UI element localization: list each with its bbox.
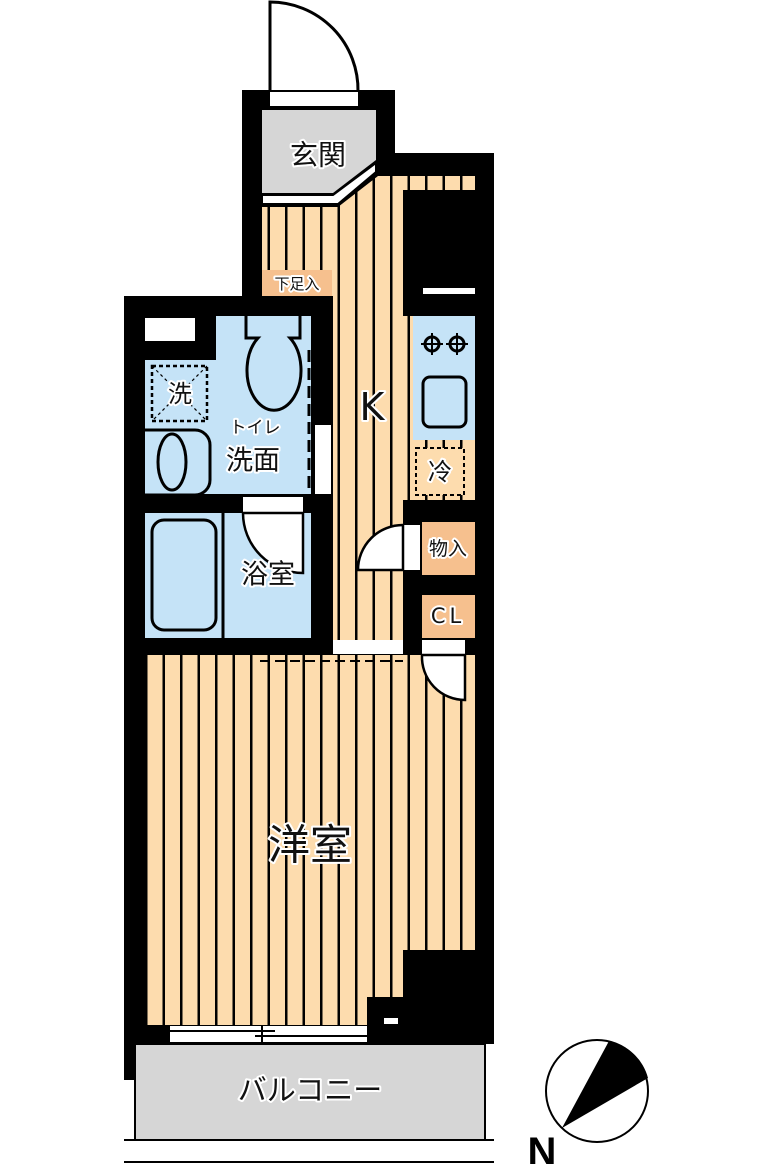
sliding-door[interactable]: [333, 640, 403, 654]
balcony-rail: [124, 1139, 494, 1163]
entrance-floor: [262, 110, 376, 193]
pillar: [367, 950, 494, 1044]
balcony-window[interactable]: [170, 1026, 367, 1044]
washroom-door[interactable]: [315, 425, 331, 495]
storage-label: 物入: [429, 538, 467, 560]
entrance-step: [261, 161, 377, 205]
bathtub-icon: [150, 518, 218, 632]
shoe-storage-label: 下足入: [274, 275, 319, 293]
basin-bowl-icon: [156, 432, 188, 492]
balcony-label: バルコニー: [238, 1073, 382, 1107]
kitchen-storage-block: [403, 190, 494, 316]
clothes-closet[interactable]: [422, 595, 475, 638]
kitchen-label: K: [360, 385, 386, 429]
washroom-label: 洗面: [226, 446, 280, 477]
stove-icon: [421, 333, 468, 355]
entry-door-opening: [270, 92, 358, 106]
closet-label: CL: [431, 604, 465, 628]
toilet-label: トイレ: [230, 418, 281, 438]
washer-cross: [151, 365, 208, 422]
storage-door[interactable]: [356, 523, 420, 572]
entry-door[interactable]: [268, 0, 360, 93]
toilet-icon: [244, 316, 303, 412]
washer-label: 洗: [168, 380, 192, 408]
sink-icon: [421, 375, 468, 429]
bathroom-door-opening[interactable]: [243, 497, 303, 513]
closet-door[interactable]: [420, 640, 467, 702]
range-hood-line: [423, 288, 475, 294]
fridge-outline: [415, 447, 465, 496]
washer-space: [150, 364, 209, 423]
entrance-label: 玄関: [290, 139, 346, 172]
bathroom-label: 浴室: [241, 560, 295, 591]
western-room-label: 洋室: [268, 821, 352, 870]
vent: [384, 1018, 398, 1024]
shoe-storage: [262, 270, 332, 296]
compass-north-label: N: [528, 1130, 557, 1164]
compass-icon: [545, 1039, 649, 1143]
bathroom-door-swing: [241, 511, 305, 575]
storage-closet[interactable]: [422, 522, 475, 575]
wall-opening: [145, 318, 195, 341]
fridge-label: 冷: [428, 458, 452, 486]
balcony-floor: [134, 1043, 486, 1141]
